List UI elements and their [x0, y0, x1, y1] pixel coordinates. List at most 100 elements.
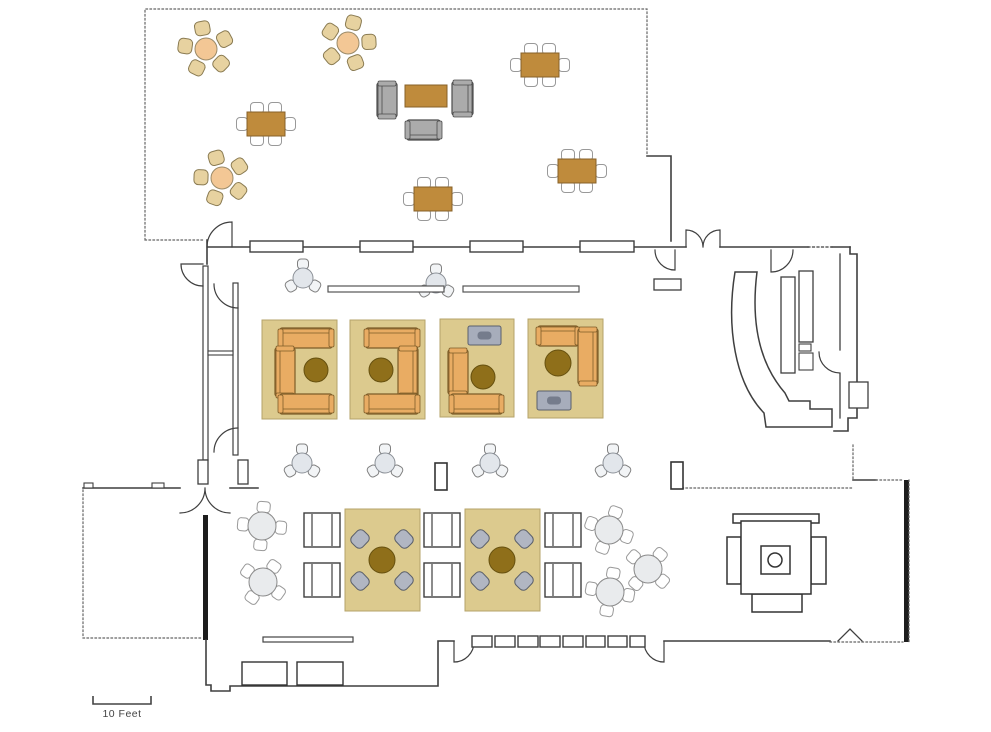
backbar-outer-wall	[833, 246, 858, 432]
wood-table	[413, 186, 453, 212]
lounge-rug-group	[527, 318, 604, 419]
cocktail-table	[291, 452, 313, 474]
booth-group	[544, 512, 582, 548]
round-dining-table-dark	[488, 546, 516, 574]
dining-rug-chair	[350, 529, 370, 549]
booth-group	[303, 512, 341, 548]
round-table-group	[584, 566, 636, 618]
fireplace-station	[726, 513, 827, 613]
gray-sofa-arm	[404, 120, 411, 140]
orange-sofa-arm	[363, 328, 370, 348]
dining-rug-chair	[350, 571, 370, 591]
fireplace-left	[726, 536, 742, 585]
orange-sofa-arm	[275, 345, 295, 352]
door-mat	[653, 278, 682, 291]
patio-chair	[177, 37, 194, 55]
vestibule-column-left	[197, 459, 209, 485]
dining-chair	[253, 538, 268, 552]
scale-bar: 10 Feet	[92, 696, 152, 720]
cocktail-table	[479, 452, 501, 474]
orange-sofa-arm	[414, 394, 421, 414]
backbar-counter-3	[798, 343, 812, 352]
orange-sofa-back	[280, 328, 332, 334]
vestibule-door-bottom	[213, 427, 239, 453]
column	[434, 462, 448, 491]
door-top-left	[206, 221, 233, 248]
patio-white-chair	[236, 117, 248, 131]
double-door-top	[685, 229, 721, 248]
orange-sofa-back	[366, 408, 418, 414]
patio-boundary	[144, 8, 648, 241]
patio-chair	[322, 47, 341, 66]
loveseat-icon	[477, 331, 492, 340]
side-patio-boundary	[82, 489, 204, 639]
bottom-right-wall	[663, 479, 877, 642]
dining-furniture	[236, 500, 827, 686]
window	[471, 635, 493, 648]
patio-chair	[193, 20, 211, 37]
flower-table-group	[321, 14, 377, 72]
patio-chair	[230, 157, 249, 176]
furniture-layer	[177, 14, 827, 686]
round-coffee-table	[303, 357, 329, 383]
fireplace-circle	[767, 552, 783, 568]
window	[539, 635, 561, 648]
walls	[82, 8, 910, 692]
dining-rug-group	[464, 508, 541, 612]
round-dining-table	[633, 554, 663, 584]
patio-dining-table-group	[403, 177, 463, 221]
cocktail-table-group	[283, 443, 321, 478]
dining-rug-chair	[394, 529, 414, 549]
thick-wall-right	[904, 480, 909, 642]
patio-chair	[346, 54, 365, 72]
orange-sofa-back	[538, 326, 578, 332]
patio-white-chair	[510, 58, 522, 72]
booth	[303, 512, 341, 548]
orange-sofa-back	[412, 348, 418, 396]
wall-notch-2	[151, 482, 165, 489]
patio-white-chair	[547, 164, 559, 178]
bottom-left-wall	[205, 639, 455, 692]
round-coffee-table	[368, 357, 394, 383]
dining-rug-chair	[470, 529, 490, 549]
patio-chair	[229, 182, 248, 200]
patio-chair	[321, 22, 340, 41]
patio-dining-table-group	[236, 102, 296, 146]
fireplace-bottom	[751, 593, 803, 613]
orange-sofa-back	[280, 408, 332, 414]
vestibule-door-top	[213, 283, 239, 309]
window	[494, 635, 516, 648]
booth-group	[544, 562, 582, 598]
dining-rug-chair	[514, 571, 534, 591]
lounge-rug-group	[349, 319, 426, 420]
wood-table	[557, 158, 597, 184]
round-coffee-table	[470, 364, 496, 390]
lounge-rug-group	[261, 319, 338, 420]
wall-break-symbol	[837, 628, 863, 642]
bar-counter	[730, 271, 833, 428]
booth-group	[303, 562, 341, 598]
gray-sofa-back	[377, 83, 383, 117]
gray-sofa-arm	[452, 111, 473, 118]
round-dining-table	[248, 567, 278, 597]
wood-table	[246, 111, 286, 137]
round-dining-table	[595, 577, 625, 607]
patio-white-chair	[558, 58, 570, 72]
dining-rug-chair	[514, 529, 534, 549]
coffee-table	[404, 84, 448, 108]
booth	[303, 562, 341, 598]
entry-box	[241, 661, 288, 686]
orange-sofa-back	[451, 408, 502, 414]
window	[249, 240, 304, 253]
patio-chair	[188, 59, 206, 77]
orange-sofa-back	[592, 329, 598, 384]
patio-chair	[215, 30, 234, 48]
orange-sofa-arm	[578, 326, 598, 333]
booth	[544, 562, 582, 598]
window	[359, 240, 414, 253]
patio-dining-table-group	[510, 43, 570, 87]
window	[469, 240, 524, 253]
cocktail-table	[374, 452, 396, 474]
vestibule-column-right	[237, 459, 249, 485]
